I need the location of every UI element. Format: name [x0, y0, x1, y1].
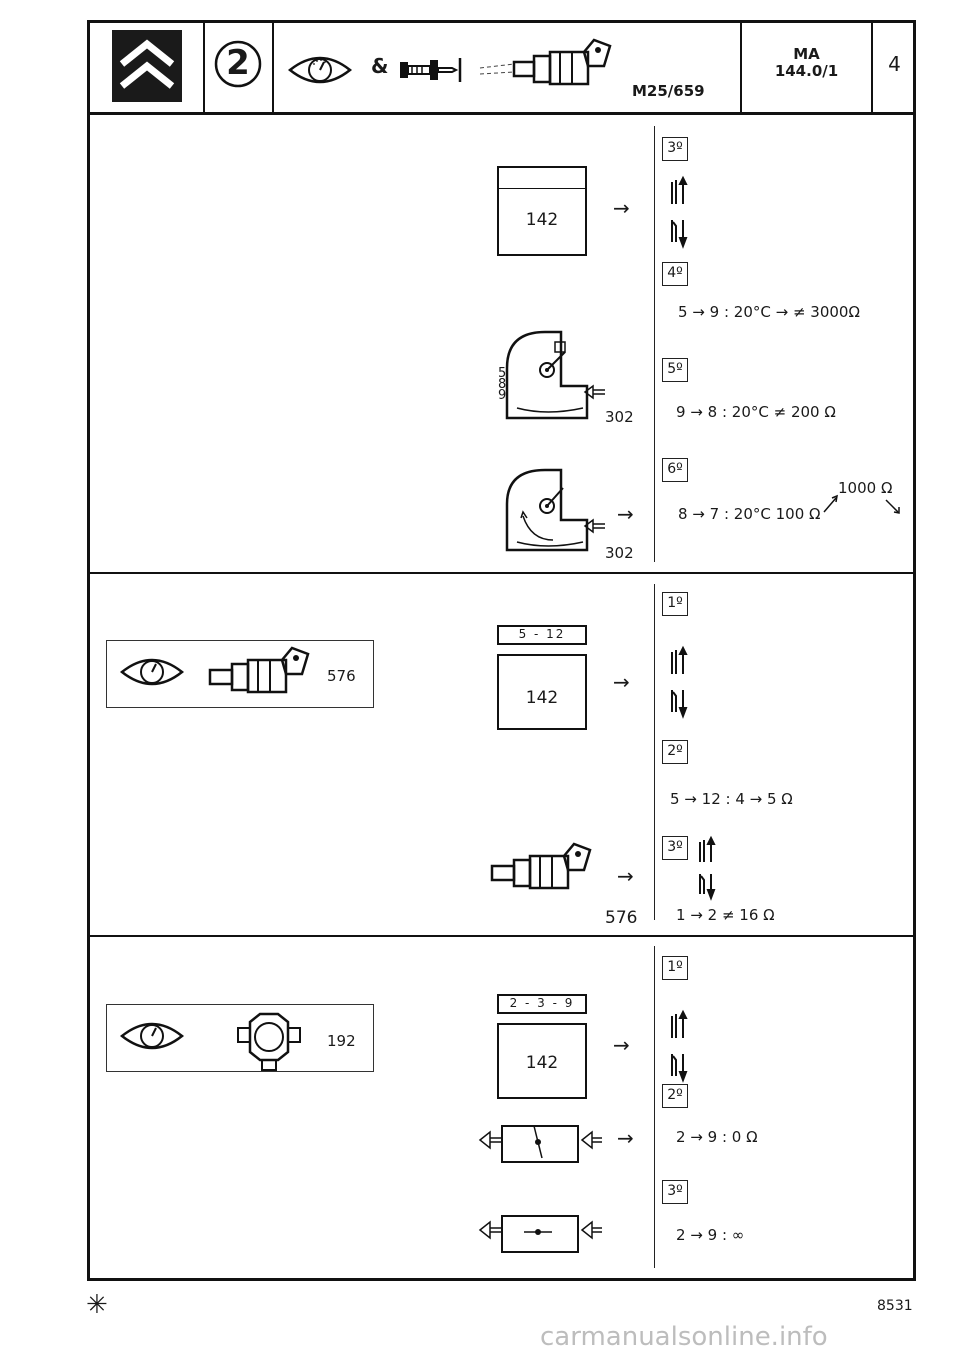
measure-swap-icon: [666, 1009, 690, 1084]
asterisk-icon: ✳: [86, 1290, 108, 1320]
ampersand: &: [371, 54, 389, 78]
step-5-measurement: 9 → 8 : 20°C ≠ 200 Ω: [676, 403, 836, 421]
part-302-label-b: 302: [605, 544, 634, 562]
header-sep-4: [871, 20, 873, 112]
component-192-panel: [106, 1004, 374, 1072]
header-divider: [87, 112, 916, 115]
watermark: carmanualsonline.info: [540, 1322, 828, 1352]
connector-142-box: 142: [497, 166, 587, 256]
arrow-right: →: [617, 1126, 634, 1150]
step-5-badge: 5º: [662, 358, 688, 382]
step-2-measurement: 2 → 9 : 0 Ω: [676, 1128, 758, 1146]
step-6-measurement: 8 → 7 : 20°C 100 Ω: [678, 505, 821, 523]
section-divider-1: [87, 572, 916, 574]
step-2-badge: 2º: [662, 1084, 688, 1108]
page-code: 8531: [877, 1298, 913, 1314]
step-3-badge: 3º: [662, 1180, 688, 1204]
eye-gauge-icon: [119, 1016, 185, 1056]
range-arrows-icon: [820, 490, 910, 516]
arrow-right: →: [617, 864, 634, 888]
reference-code: M25/659: [632, 82, 705, 100]
eye-gauge-icon: [287, 50, 353, 90]
throttle-switch-icon: [236, 1010, 302, 1072]
sensor-pin-labels: 5 8 9: [498, 366, 507, 403]
step-2-badge: 2º: [662, 740, 688, 764]
throttle-closed-icon: [478, 1212, 602, 1254]
connector-142-label: 142: [525, 1053, 559, 1073]
header-sep-1: [203, 20, 205, 112]
injector-icon: [479, 36, 620, 92]
sheet-number: 4: [888, 52, 901, 76]
throttle-open-icon: [478, 1122, 602, 1164]
injector-576-icon: [490, 842, 600, 894]
part-302-label-a: 302: [605, 408, 634, 426]
screwdriver-tool-icon: [398, 56, 462, 84]
section1-step-rule: [654, 126, 655, 562]
part-576-label: 576: [605, 908, 638, 928]
measure-swap-icon: [666, 175, 690, 250]
step-3-measurement: 2 → 9 : ∞: [676, 1226, 745, 1244]
pins-5-12-label: 5 - 12: [497, 625, 587, 645]
arrow-right: →: [613, 196, 630, 220]
arrow-right: →: [613, 1033, 630, 1057]
step-3-measurement: 1 → 2 ≠ 16 Ω: [676, 906, 775, 924]
step-4-measurement: 5 → 9 : 20°C → ≠ 3000Ω: [678, 303, 860, 321]
document-code: MA 144.0/1: [742, 46, 871, 80]
document-code-line1: MA: [793, 45, 820, 63]
connector-142-label: 142: [525, 688, 559, 708]
arrow-right: →: [617, 502, 634, 526]
step-4-badge: 4º: [662, 262, 688, 286]
connector-142-box: 142: [497, 1023, 587, 1099]
step-6-badge: 6º: [662, 458, 688, 482]
connector-142-label: 142: [525, 210, 559, 230]
component-576-panel: [106, 640, 374, 708]
arrow-right: →: [613, 670, 630, 694]
step-1-badge: 1º: [662, 956, 688, 980]
document-code-line2: 144.0/1: [774, 62, 839, 80]
pins-2-3-9-label: 2 - 3 - 9: [497, 994, 587, 1014]
step-1-badge: 1º: [662, 592, 688, 616]
section2-step-rule: [654, 584, 655, 920]
injector-icon: [208, 646, 318, 698]
step-3-badge: 3º: [662, 137, 688, 161]
page-number-badge: 2: [213, 38, 263, 90]
measure-swap-icon: [666, 645, 690, 720]
step-6-annotation: 1000 Ω: [838, 479, 893, 497]
component-192-number: 192: [327, 1032, 356, 1050]
step-2-measurement: 5 → 12 : 4 → 5 Ω: [670, 790, 793, 808]
section-divider-2: [87, 935, 916, 937]
page-number: 2: [226, 43, 250, 83]
header-sep-2: [272, 20, 274, 112]
section3-step-rule: [654, 946, 655, 1268]
step-3-badge: 3º: [662, 836, 688, 860]
component-576-number: 576: [327, 667, 356, 685]
eye-gauge-icon: [119, 652, 185, 692]
page-frame: [87, 20, 916, 1281]
connector-142-box: 142: [497, 654, 587, 730]
measure-swap-icon: [694, 835, 718, 901]
citroen-logo-icon: [112, 30, 182, 102]
sensor-302-icon: [497, 328, 607, 424]
sensor-302-rotated-icon: [497, 466, 607, 556]
header-sep-3: [740, 20, 742, 112]
